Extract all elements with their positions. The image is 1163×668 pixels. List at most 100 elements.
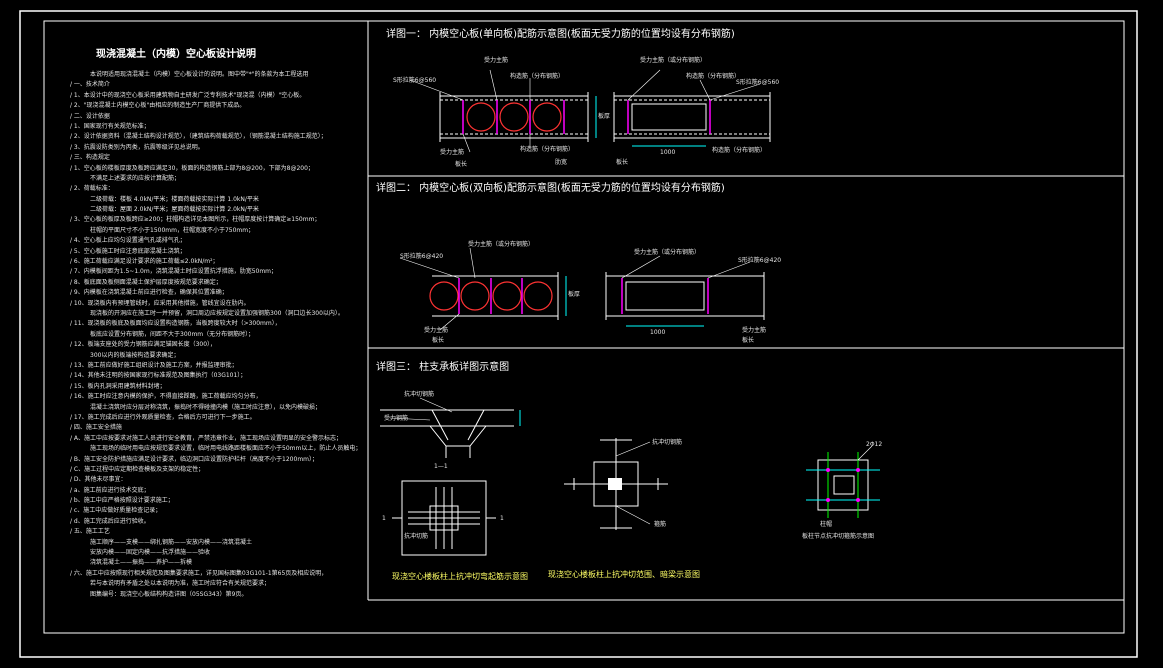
spec-line: 浇筑混凝土——振捣——养护——拆模 <box>90 559 193 567</box>
d1-label-6: 受力主筋 <box>440 149 465 156</box>
d2-label-5: 板长 <box>432 337 445 344</box>
spec-line: / 2、"现浇混凝土内模空心板"由相应的制造生产厂商提供下成品。 <box>70 102 246 110</box>
spec-line: 不满足上述要求的应按计算配筋； <box>90 174 181 182</box>
spec-line: / 3、抗震设防类别为丙类，抗震等级详见总说明。 <box>70 143 204 151</box>
spec-line: 300以内的板端按构造要求确定； <box>90 351 180 359</box>
d1-label-11: 板长 <box>616 159 629 166</box>
d3-label-5: 抗冲切筋 <box>404 533 429 540</box>
d1-label-7: 板长 <box>455 161 468 168</box>
spec-line: / 1、空心板的楼板厚度及板跨应满足30，板面的构造钢筋上部为8@200，下部为… <box>70 164 314 172</box>
spec-line: / 10、现浇板内有预埋管线时，应采用其他措施，管线宜设在肋内。 <box>70 299 250 307</box>
d3-label-7: 2Φ12 <box>866 441 883 448</box>
spec-line: / 13、施工前应做好施工组织设计及施工方案，并报监理审批； <box>70 361 238 369</box>
d2-label-8: 板长 <box>742 337 755 344</box>
spec-line: 若与本说明有矛盾之处以本说明为准，施工时应符合有关规范要求； <box>90 580 271 588</box>
d3-label-8: 柱帽 <box>820 521 833 528</box>
spec-line: / 三、构造规定 <box>70 154 110 162</box>
spec-line: 现浇板的开洞应在施工时一并预留，洞口周边应按规定设置加强钢筋300（洞口边长30… <box>90 310 344 318</box>
spec-line: 二级荷载：屋面 2.0kN/平米；屋面荷载按实际计算 2.0kN/平米 <box>90 206 259 214</box>
detail2-section-right <box>605 255 765 327</box>
d1-label-13: 构造筋（分布钢筋） <box>520 146 575 153</box>
d3-label-3: 1 <box>382 515 386 522</box>
spec-line: / 六、施工中应按照现行相关规范及图集要求施工，详见国标图集03G101-1第6… <box>70 569 328 577</box>
spec-line: / D、其他未尽事宜： <box>70 476 127 484</box>
detail3-plan-1 <box>392 480 496 556</box>
d2-label-0: S形拉筋6@420 <box>400 253 444 260</box>
inner-frame <box>43 20 1125 634</box>
spec-line: / A、施工中应按要求对施工人员进行安全教育，严禁违章作业，施工现场应设置明显的… <box>70 434 343 442</box>
spec-line: / 9、内模板在浇筑混凝土前应进行检查，确保其位置准确； <box>70 289 228 297</box>
d3-label-0: 抗冲切钢筋 <box>404 391 435 398</box>
spec-line: / 15、板内孔洞采用建筑材料封堵； <box>70 382 166 390</box>
detail1-title: 详图一： 内模空心板(单向板)配筋示意图(板面无受力筋的位置均设有分布钢筋) <box>386 29 735 40</box>
spec-line: / 17、施工完成后应进行外观质量检查，合格后方可进行下一步施工。 <box>70 413 256 421</box>
spec-line: / 5、空心板施工时应注意底部混凝土浇筑； <box>70 247 186 255</box>
spec-line: / 一、技术简介 <box>70 81 110 89</box>
d1-label-12: 板厚 <box>598 113 611 120</box>
d1-label-5: S形拉筋6@560 <box>736 79 780 86</box>
spec-line: 施工现场的临时用电应按规范要求设置，临时用电线路距楼板面应不小于50mm以上，防… <box>90 445 362 453</box>
d1-label-9: 1000 <box>660 149 676 156</box>
d3-caption-3: 板柱节点抗冲切箍筋示意图 <box>802 533 875 540</box>
spec-line: / 2、荷载标准： <box>70 185 114 193</box>
spec-line: / 6、施工荷载应满足设计要求的施工荷载≤2.0kN/m²； <box>70 258 219 266</box>
d1-label-1: 受力主筋 <box>484 57 509 64</box>
spec-line: / 2、设计依据资料（混凝土结构设计规范），（建筑结构荷载规范），（钢筋混凝土结… <box>70 133 327 141</box>
d1-label-3: 受力主筋（或分布钢筋） <box>640 57 707 64</box>
spec-line: 板底应设置分布钢筋，间距不大于300mm（无分布钢筋时）； <box>90 330 255 338</box>
d3-label-4: 1 <box>500 515 504 522</box>
spec-line: / B、施工安全防护措施应满足设计要求，临边洞口应设置防护栏杆（高度不小于120… <box>70 455 319 463</box>
spec-line: / 五、施工工艺 <box>70 528 110 536</box>
spec-line: / b、施工中应严格按照设计要求施工； <box>70 497 174 505</box>
spec-line: / d、施工完成后应进行验收。 <box>70 517 150 525</box>
d2-label-2: 受力主筋（或分布钢筋） <box>634 249 701 256</box>
spec-line: / 3、空心板的板厚及板跨应≥200；柱帽构造详见本图所示，柱帽厚度按计算确定≥… <box>70 216 321 224</box>
detail3-title: 详图三： 柱支承板详图示意图 <box>376 362 510 373</box>
spec-line: 图集编号：现浇空心板结构构造详图（05SG343）第9页。 <box>90 590 248 598</box>
spec-line: / 四、施工安全措施 <box>70 424 122 432</box>
spec-line: / 1、国家现行有关规范标准； <box>70 122 150 130</box>
spec-line: 安放内模——固定内模——抗浮措施——验收 <box>90 549 211 557</box>
spec-line: / 11、现浇板的板底及板面均应设置构造钢筋，当板跨度较大时（>300mm）， <box>70 320 281 328</box>
detail1-section-left <box>409 69 597 153</box>
spec-line: / 7、内模板间距为1.5~1.0m，浇筑混凝土时应设置抗浮措施，肋宽50mm； <box>70 268 278 276</box>
d2-label-7: 受力主筋 <box>742 327 767 334</box>
spec-line: 本说明适用现浇混凝土（内模）空心板设计的说明。图中带"*"的条款为本工程选用 <box>90 71 309 78</box>
spec-line: 二级荷载：楼板 4.0kN/平米；楼面荷载按实际计算 1.0kN/平米 <box>90 195 259 203</box>
spec-line: / C、施工过程中应定期检查模板及支架的稳定性； <box>70 465 205 473</box>
detail3-column-section <box>380 397 521 458</box>
detail2-section-left <box>399 247 567 331</box>
d1-label-10: 构造筋（分布钢筋） <box>712 147 767 154</box>
spec-line: / c、施工中应做好质量检查记录； <box>70 507 162 515</box>
outer-frame <box>19 10 1138 658</box>
d2-label-9: 板厚 <box>568 291 581 298</box>
spec-line: / a、施工前应进行技术交底； <box>70 486 150 494</box>
spec-title: 现浇混凝土（内模）空心板设计说明 <box>96 49 256 60</box>
d2-label-6: 1000 <box>650 329 666 336</box>
d1-label-2: 构造筋（分布钢筋） <box>510 73 565 80</box>
d1-label-8: 肋宽 <box>555 159 568 166</box>
d3-label-6: 箍筋 <box>654 521 667 528</box>
d2-label-1: 受力主筋（或分布钢筋） <box>468 241 535 248</box>
spec-line: 施工顺序——支模——绑扎钢筋——安放内模——浇筑混凝土 <box>90 538 253 546</box>
d2-label-3: S形拉筋6@420 <box>738 257 782 264</box>
spec-line: 混凝土浇筑时应分层对称浇筑，振捣时不得碰撞内模（施工时应注意），以免内模破损； <box>90 403 322 411</box>
d1-label-4: 构造筋（分布钢筋） <box>686 73 741 80</box>
spec-line: / 8、板底面及板侧面混凝土保护层厚度按规范要求确定； <box>70 278 222 286</box>
d3-caption-2: 现浇空心楼板柱上抗冲切范围、暗梁示意图 <box>548 570 700 579</box>
spec-line: / 1、本设计中的现浇空心板采用建筑物自主研发广泛专利技术"现浇混（内模）"空心… <box>70 91 306 99</box>
detail3-plan-2 <box>564 438 668 530</box>
spec-line: 柱帽的平面尺寸不小于1500mm，柱帽宽度不小于750mm； <box>90 226 255 234</box>
spec-line: / 14、其他未注明的按国家现行标准规范及图集执行（03G101）； <box>70 372 247 380</box>
d2-label-4: 受力主筋 <box>424 327 449 334</box>
spec-line: / 16、施工时应注意内模的保护，不得直接踩踏，施工荷载应均匀分布， <box>70 393 262 401</box>
d3-caption-1: 现浇空心楼板柱上抗冲切弯起筋示意图 <box>392 572 528 581</box>
spec-line: / 12、板端支座处的受力钢筋应满足锚固长度（300）， <box>70 341 217 349</box>
detail3-plan-3 <box>806 445 880 518</box>
detail1-section-right <box>613 69 771 147</box>
detail2-title: 详图二： 内模空心板(双向板)配筋示意图(板面无受力筋的位置均设有分布钢筋) <box>376 183 725 194</box>
d3-label-2: 1—1 <box>434 463 448 470</box>
d3-label-9: 抗冲切钢筋 <box>652 439 683 446</box>
spec-line: / 4、空心板上应均匀设置通气孔或排气孔； <box>70 237 186 245</box>
